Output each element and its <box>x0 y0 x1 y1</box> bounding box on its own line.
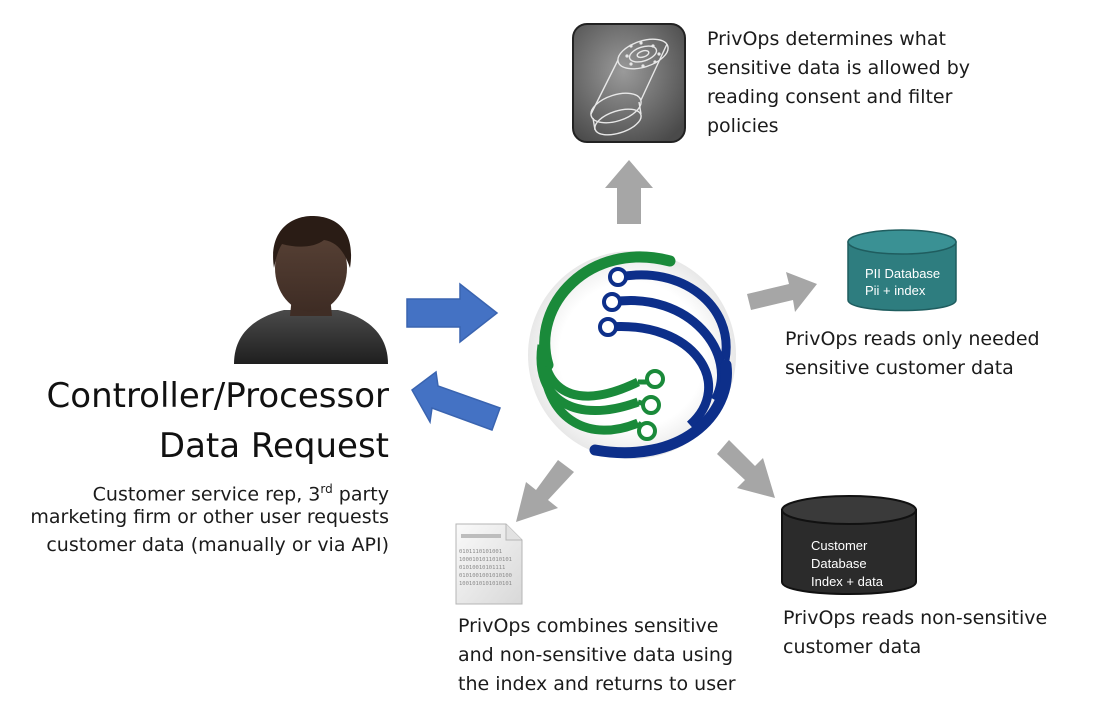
pii-database-label1: PII Database <box>865 266 941 281</box>
controller-title-line1: Controller/Processor <box>46 376 389 416</box>
logo-navy-node-1 <box>608 267 628 287</box>
combine-text-line3: the index and returns to user <box>458 673 736 695</box>
binary-line-1: 0101110101001 <box>459 549 503 555</box>
binary-line-5: 1001010101010101 <box>459 581 512 587</box>
arrow-down-left-icon <box>516 460 574 522</box>
customer-database-label1: Customer <box>811 538 868 553</box>
policy-filter-icon <box>572 23 686 143</box>
arrow-down-right-icon <box>717 440 775 498</box>
logo-green-node-3 <box>637 421 657 441</box>
pii-caption-line2: sensitive customer data <box>785 357 1014 379</box>
logo-green-node-2 <box>641 395 661 415</box>
logo-navy-band-3 <box>607 322 714 429</box>
binary-line-3: 01010010101111 <box>459 565 506 571</box>
arrow-up-icon <box>605 160 653 224</box>
logo-green-band-2 <box>539 318 640 401</box>
controller-desc-line2: marketing firm or other user requests <box>30 506 389 528</box>
request-arrow-icon <box>406 282 499 344</box>
pii-database-icon <box>847 229 957 312</box>
logo-green-node-1 <box>645 369 665 389</box>
document-icon: 0101110101001 1000101011010101 010100101… <box>454 522 524 606</box>
privops-logo <box>528 251 736 459</box>
logo-green-band-3 <box>536 344 640 415</box>
customer-database-label3: Index + data <box>811 574 883 589</box>
logo-navy-node-2 <box>602 292 622 312</box>
customer-caption-line2: customer data <box>783 636 922 658</box>
controller-title-line2: Data Request <box>158 426 389 466</box>
logo-navy-band-1 <box>619 270 731 361</box>
customer-database-label2: Database <box>811 556 867 571</box>
combine-text-line2: and non-sensitive data using <box>458 644 734 666</box>
policy-text-line3: reading consent and filter <box>707 86 953 108</box>
user-avatar-icon <box>234 216 388 364</box>
logo-green-band-4 <box>539 366 640 435</box>
controller-desc-line3: customer data (manually or via API) <box>46 534 389 556</box>
binary-line-2: 1000101011010101 <box>459 557 512 563</box>
customer-caption-line1: PrivOps reads non-sensitive <box>783 607 1048 629</box>
pii-caption-line1: PrivOps reads only needed <box>785 328 1040 350</box>
logo-navy-band-4 <box>589 359 732 459</box>
policy-text-line4: policies <box>707 115 779 137</box>
policy-text-line1: PrivOps determines what <box>707 28 946 50</box>
binary-line-4: 0101001001010100 <box>459 573 512 579</box>
policy-text-line2: sensitive data is allowed by <box>707 57 971 79</box>
arrow-right-up-icon <box>747 272 817 312</box>
pii-database-label2: Pii + index <box>865 283 926 298</box>
controller-desc-line1: Customer service rep, 3rd party <box>92 482 389 506</box>
response-arrow-icon <box>411 370 501 431</box>
logo-navy-node-3 <box>598 317 618 337</box>
customer-database-icon <box>781 495 917 595</box>
combine-text-line1: PrivOps combines sensitive <box>458 615 719 637</box>
